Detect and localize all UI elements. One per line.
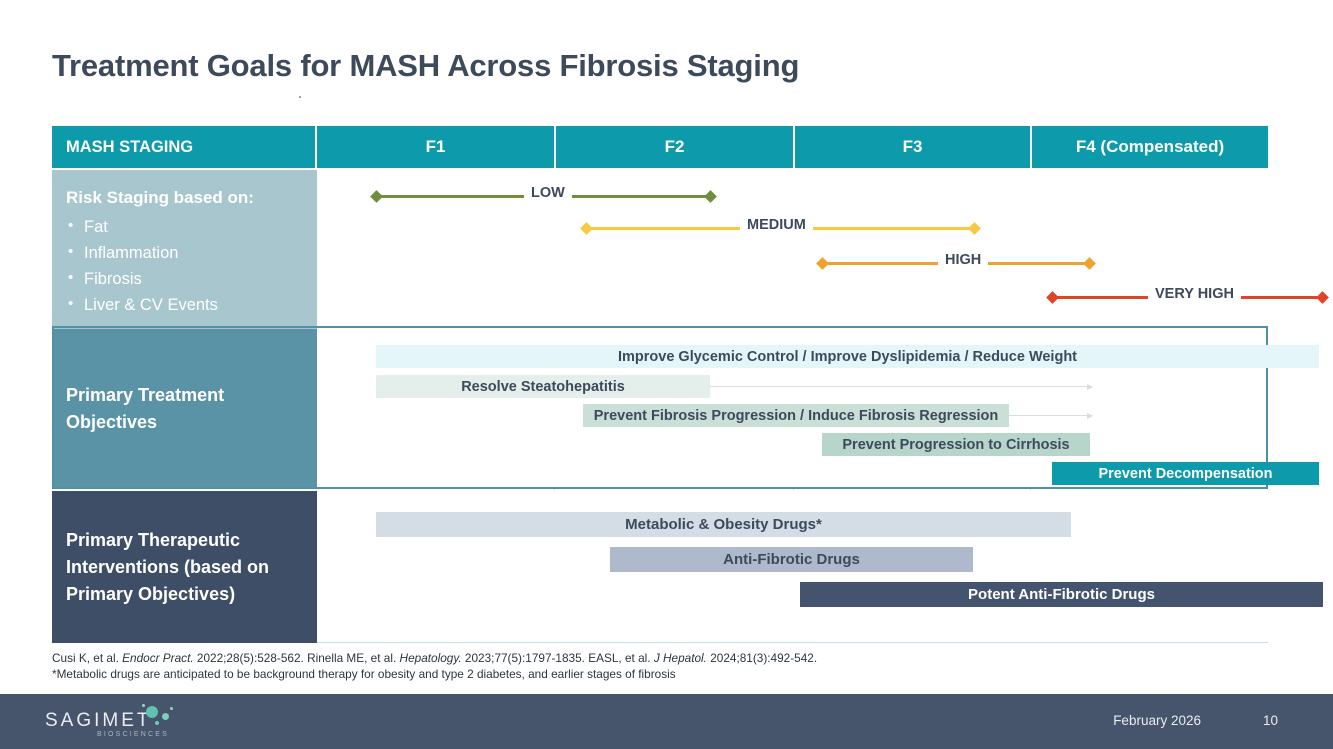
risk-line-high: HIGH [816, 251, 1096, 270]
footnote-asterisk: *Metabolic drugs are anticipated to be b… [52, 667, 676, 681]
logo-dot-tiny-b [170, 707, 173, 710]
risk-line-endpoint-right [1316, 291, 1329, 304]
intervention-bar: Potent Anti-Fibrotic Drugs [800, 582, 1323, 607]
risk-factor-item: Liver & CV Events [66, 291, 303, 318]
citation-text-d: 2024;81(3):492-542. [706, 651, 818, 665]
objective-bar: Prevent Fibrosis Progression / Induce Fi… [583, 404, 1009, 427]
footer-date: February 2026 [1113, 713, 1201, 728]
primary-therapeutic-interventions-label: Primary Therapeutic Interventions (based… [66, 529, 270, 604]
intervention-bar: Metabolic & Obesity Drugs* [376, 512, 1071, 537]
citation-text-b: 2022;28(5):528-562. Rinella ME, et al. [193, 651, 400, 665]
logo-dot-medium [162, 713, 169, 720]
header-cell-f3: F3 [795, 126, 1030, 168]
header-label-f4: F4 (Compensated) [1075, 137, 1225, 156]
logo-dot-large [146, 706, 158, 718]
logo-dot-tiny-a [155, 721, 159, 725]
header-cell-f4: F4 (Compensated) [1032, 126, 1268, 168]
risk-line-label: MEDIUM [740, 216, 813, 235]
staging-matrix: MASH STAGING F1 F2 F3 F4 (Compensated) R… [52, 126, 1329, 643]
header-cell-f1: F1 [317, 126, 554, 168]
decorative-dot [299, 96, 301, 98]
logo-dot-small [142, 704, 145, 707]
objective-bar: Improve Glycemic Control / Improve Dysli… [376, 345, 1319, 368]
primary-treatment-objectives-label: Primary Treatment Objectives [66, 385, 225, 432]
page-title: Treatment Goals for MASH Across Fibrosis… [52, 48, 800, 83]
risk-factor-list: Fat Inflammation Fibrosis Liver & CV Eve… [66, 213, 303, 318]
risk-line-label: HIGH [938, 251, 989, 270]
footnote-citations: Cusi K, et al. Endocr Pract. 2022;28(5):… [52, 650, 1252, 666]
logo-wordmark: SAGIMET [45, 710, 152, 731]
objective-bar: Resolve Steatohepatitis [376, 375, 710, 398]
risk-line-medium: MEDIUM [580, 216, 981, 235]
citation-journal-1: Endocr Pract. [122, 651, 194, 665]
citation-journal-3: J Hepatol. [653, 651, 707, 665]
risk-line-low: LOW [370, 184, 717, 203]
objective-bar-trail [1009, 412, 1093, 419]
sagimet-logo: SAGIMET BIOSCIENCES [45, 704, 205, 742]
slide-footer: SAGIMET BIOSCIENCES February 2026 10 [0, 694, 1333, 749]
risk-factor-item: Fibrosis [66, 265, 303, 292]
citation-journal-2: Hepatology. [399, 651, 462, 665]
objective-bar-trail [710, 383, 1093, 390]
primary-therapeutic-interventions-label-cell: Primary Therapeutic Interventions (based… [52, 491, 317, 643]
risk-line-label: VERY HIGH [1148, 285, 1241, 304]
risk-factor-item: Inflammation [66, 239, 303, 266]
primary-treatment-objectives-label-cell: Primary Treatment Objectives [52, 329, 317, 489]
objective-bar: Prevent Decompensation [1052, 462, 1319, 485]
header-cell-f2: F2 [556, 126, 793, 168]
header-label-f3: F3 [902, 137, 923, 156]
header-label-f1: F1 [425, 137, 446, 156]
citation-text-a: Cusi K, et al. [52, 651, 123, 665]
header-cell-mash-staging: MASH STAGING [52, 126, 315, 168]
intervention-bar: Anti-Fibrotic Drugs [610, 547, 973, 572]
risk-staging-lead: Risk Staging based on: [66, 188, 254, 207]
header-label-f2: F2 [664, 137, 685, 156]
risk-line-label: LOW [524, 184, 572, 203]
risk-factor-item: Fat [66, 213, 303, 240]
header-label-mash-staging: MASH STAGING [66, 137, 194, 156]
objective-bar: Prevent Progression to Cirrhosis [822, 433, 1090, 456]
footer-page-number: 10 [1262, 713, 1278, 728]
logo-subtitle: BIOSCIENCES [97, 731, 170, 738]
citation-text-c: 2023;77(5):1797-1835. EASL, et al. [461, 651, 654, 665]
risk-line-very-high: VERY HIGH [1046, 285, 1329, 304]
footnotes: Cusi K, et al. Endocr Pract. 2022;28(5):… [52, 650, 1252, 682]
